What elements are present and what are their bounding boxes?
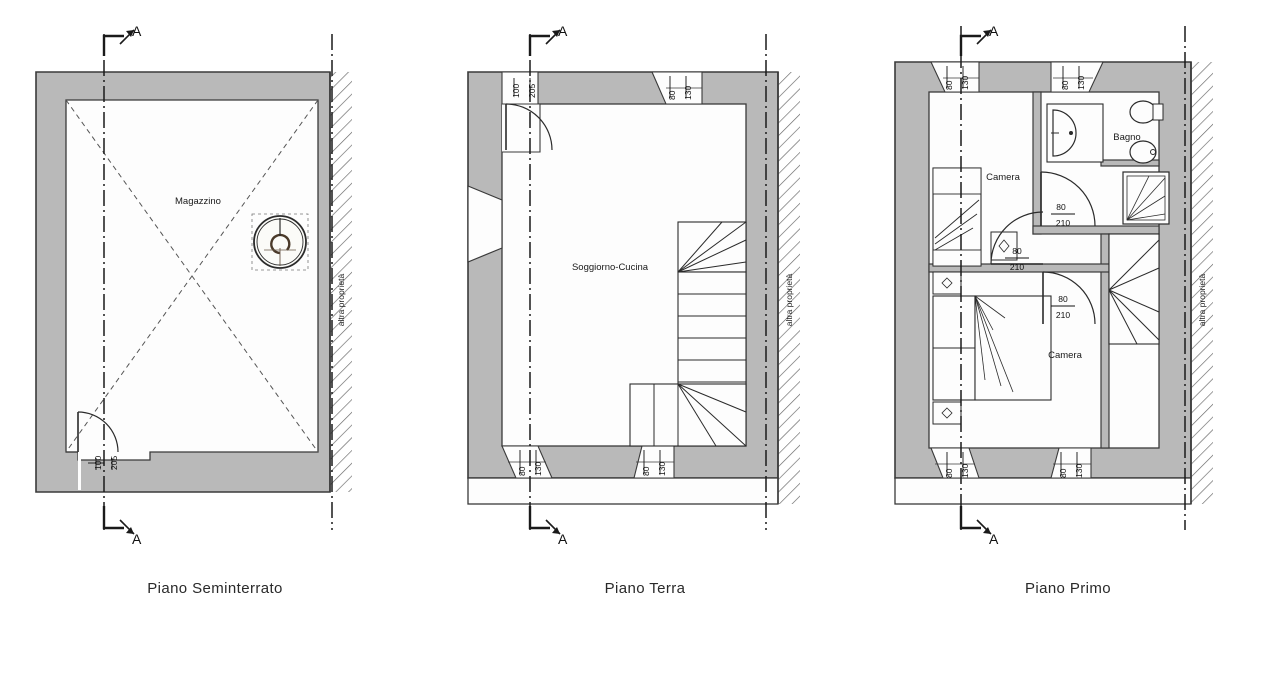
- section-line-vertical: [960, 26, 1186, 530]
- door-80-210-camera-nord: 80 210: [990, 211, 1044, 272]
- section-label-bottom: A: [558, 531, 568, 547]
- dim-window-width: 80: [944, 468, 954, 478]
- adjacent-property-hatch: [777, 72, 800, 504]
- room-label-camera-sud: Camera: [1048, 350, 1083, 361]
- room-label-camera-nord: Camera: [986, 172, 1021, 183]
- walls-seminterrato: [35, 71, 331, 493]
- plan-1-drawing: Magazzino 100 205: [35, 23, 352, 547]
- section-marker-top: [102, 29, 135, 56]
- window-80-130-top-right: 80 130: [651, 71, 703, 105]
- dim-door-height: 210: [1056, 218, 1070, 228]
- plan-piano-terra: 100 205 80 130 80 130: [430, 0, 860, 676]
- interior-partitions: [928, 91, 1160, 449]
- caption-piano-terra: Piano Terra: [604, 580, 686, 597]
- label-altra-proprieta: altra proprietà: [784, 274, 794, 327]
- dim-window-height: 130: [533, 462, 543, 476]
- roof-pitch-lines: [65, 99, 319, 453]
- plan-2-drawing: 100 205 80 130 80 130: [467, 23, 800, 547]
- section-label-top: A: [558, 23, 568, 39]
- dim-window-height: 130: [960, 76, 970, 90]
- staircase-icon: [629, 221, 747, 447]
- dim-door-width: 100: [511, 84, 521, 98]
- window-80-130-bottom-left: 80 130: [930, 447, 980, 479]
- section-marker-top: [528, 29, 561, 56]
- dim-window-height: 130: [683, 86, 693, 100]
- section-label-top: A: [989, 23, 999, 39]
- section-line-vertical: [529, 34, 767, 530]
- plan-piano-seminterrato: Magazzino 100 205: [0, 0, 430, 676]
- nightstand-icon: [932, 271, 962, 425]
- section-marker-bottom: [959, 506, 992, 535]
- dim-door-width: 80: [1056, 202, 1066, 212]
- window-80-130-bottom-right: 80 130: [633, 445, 675, 479]
- adjacent-property-hatch: [1190, 62, 1213, 504]
- caption-piano-primo: Piano Primo: [1024, 580, 1112, 597]
- room-label-bagno: Bagno: [1113, 132, 1140, 143]
- bathroom-fixtures: [1046, 100, 1170, 225]
- label-altra-proprieta: altra proprietà: [336, 274, 346, 327]
- label-altra-proprieta: altra proprietà: [1197, 274, 1207, 327]
- room-label-magazzino: Magazzino: [175, 196, 221, 207]
- section-marker-bottom: [102, 506, 135, 535]
- dim-window-width: 80: [517, 466, 527, 476]
- dim-window-width: 80: [944, 80, 954, 90]
- dim-window-height: 130: [1076, 76, 1086, 90]
- section-label-top: A: [132, 23, 142, 39]
- dim-door-width: 80: [1012, 246, 1022, 256]
- staircase-landing-icon: [1108, 233, 1160, 345]
- single-bed-icon: [932, 167, 982, 267]
- door-100-205: 100 205: [66, 411, 119, 490]
- adjacent-property-hatch: [329, 72, 352, 492]
- section-label-bottom: A: [989, 531, 999, 547]
- dim-window-height: 130: [1074, 464, 1084, 478]
- dim-door-height: 210: [1056, 310, 1070, 320]
- dim-window-width: 80: [641, 466, 651, 476]
- dim-door-height: 210: [1010, 262, 1024, 272]
- dim-window-height: 130: [657, 462, 667, 476]
- nightstand-icon: [990, 231, 1018, 261]
- section-marker-top: [959, 29, 992, 56]
- caption-piano-seminterrato: Piano Seminterrato: [147, 580, 283, 597]
- dim-door-height: 205: [109, 456, 119, 470]
- section-marker-bottom: [528, 506, 561, 535]
- dim-door-width: 100: [93, 456, 103, 470]
- window-80-130-bottom-left: 80 130: [501, 445, 553, 479]
- room-label-soggiorno-cucina: Soggiorno-Cucina: [572, 262, 649, 273]
- section-label-bottom: A: [132, 531, 142, 547]
- dim-door-width: 80: [1058, 294, 1068, 304]
- dim-window-width: 80: [667, 90, 677, 100]
- door-80-210-bagno: 80 210: [1040, 171, 1096, 228]
- circular-fixture-icon: [251, 213, 309, 271]
- plan-3-drawing: 80 130 80 130 80 130: [894, 23, 1213, 547]
- dim-window-width: 80: [1058, 468, 1068, 478]
- window-80-130-bottom-right: 80 130: [1050, 447, 1092, 479]
- door-80-210-camera-sud: 80 210: [1042, 271, 1096, 325]
- dim-window-height: 130: [960, 464, 970, 478]
- window-80-130-top-left: 80 130: [930, 61, 980, 93]
- dim-window-width: 80: [1060, 80, 1070, 90]
- plan-piano-primo: 80 130 80 130 80 130: [853, 0, 1283, 676]
- window-80-130-top-right: 80 130: [1050, 61, 1104, 93]
- dim-door-height: 205: [527, 84, 537, 98]
- section-line-vertical: [103, 34, 333, 530]
- double-bed-icon: [932, 295, 1052, 401]
